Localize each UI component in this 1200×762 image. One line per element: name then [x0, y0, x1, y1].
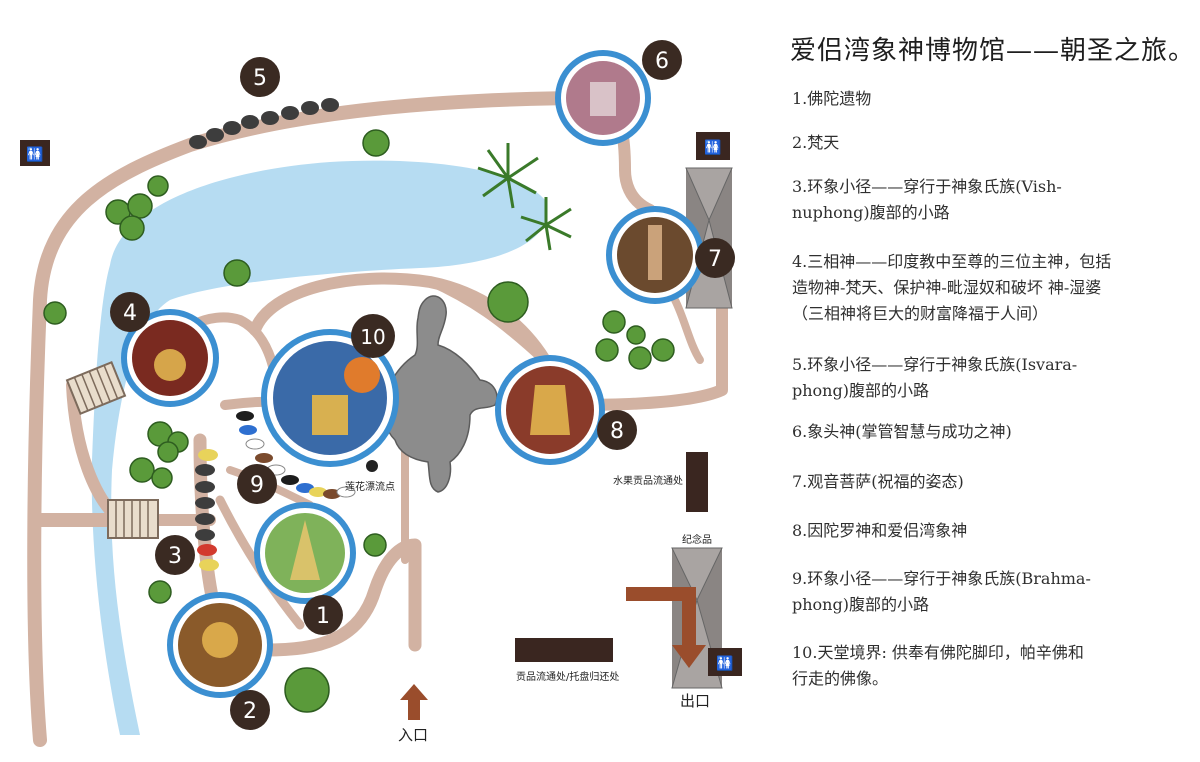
- legend-item: 2.梵天: [792, 133, 840, 152]
- svg-text:6: 6: [655, 49, 669, 74]
- photo-circle-2: [167, 592, 273, 698]
- marker-9[interactable]: 9: [237, 464, 277, 504]
- marker-6[interactable]: 6: [642, 40, 682, 80]
- exit-label: 出口: [680, 692, 710, 710]
- legend-item: 5.环象小径——穿行于神象氏族(Isvara- phong)腹部的小路: [792, 355, 1078, 400]
- souvenir-label: 纪念品: [682, 533, 712, 546]
- lotus-point-label: 莲花漂流点: [345, 480, 395, 493]
- marker-8[interactable]: 8: [597, 410, 637, 450]
- restroom-icon: 🚻: [708, 648, 742, 676]
- marker-5[interactable]: 5: [240, 57, 280, 97]
- marker-2[interactable]: 2: [230, 690, 270, 730]
- marker-1[interactable]: 1: [303, 595, 343, 635]
- svg-text:1: 1: [316, 604, 330, 629]
- photo-circle-6: [555, 50, 651, 146]
- entrance-arrow: [400, 684, 428, 720]
- svg-text:4: 4: [123, 301, 137, 326]
- svg-text:2: 2: [243, 699, 257, 724]
- elephant-row-3: [195, 449, 219, 571]
- restroom-icon: 🚻: [696, 132, 730, 160]
- fruit-goods-label: 水果贡品流通处: [613, 474, 683, 487]
- museum-map: 🚻 🚻 🚻: [20, 40, 742, 747]
- svg-text:🚻: 🚻: [704, 139, 721, 156]
- fruit-booth: [686, 452, 708, 512]
- legend-item: 6.象头神(掌管智慧与成功之神): [792, 422, 1012, 441]
- page-title: 爱侣湾象神博物馆——朝圣之旅。: [790, 36, 1196, 66]
- photo-circle-7: [606, 206, 704, 304]
- pond: [91, 160, 548, 736]
- marker-4[interactable]: 4: [110, 292, 150, 332]
- svg-text:🚻: 🚻: [716, 655, 733, 672]
- marker-7[interactable]: 7: [695, 238, 735, 278]
- legend-item: 1.佛陀遗物: [792, 89, 872, 108]
- exit-arrow: [626, 587, 706, 668]
- legend-item: 7.观音菩萨(祝福的姿态): [792, 472, 964, 491]
- bridge-upper: [65, 361, 127, 415]
- legend-item: 3.环象小径——穿行于神象氏族(Vish- nuphong)腹部的小路: [792, 177, 1062, 222]
- palm-tree-icon: [477, 143, 572, 251]
- restroom-icon: 🚻: [20, 140, 50, 166]
- svg-text:10: 10: [360, 325, 385, 349]
- legend-item: 10.天堂境界: 供奉有佛陀脚印，帕辛佛和 行走的佛像。: [792, 643, 1084, 688]
- elephant-row-5: [189, 98, 339, 149]
- tree-icon: [43, 129, 675, 713]
- photo-circle-4: [121, 309, 219, 407]
- svg-text:3: 3: [168, 544, 182, 569]
- photo-circle-10: [261, 329, 399, 467]
- svg-text:7: 7: [708, 247, 722, 272]
- svg-text:5: 5: [253, 66, 267, 91]
- svg-text:8: 8: [610, 419, 624, 444]
- photo-circle-1: [254, 502, 356, 604]
- marker-3[interactable]: 3: [155, 535, 195, 575]
- legend-item: 9.环象小径——穿行于神象氏族(Brahma- phong)腹部的小路: [792, 569, 1091, 614]
- photo-circle-8: [495, 355, 605, 465]
- lotus-point-dot: [366, 460, 378, 472]
- svg-text:9: 9: [250, 473, 264, 498]
- entrance-label: 入口: [398, 726, 428, 744]
- legend-item: 4.三相神——印度教中至尊的三位主神，包括 造物神-梵天、保护神-毗湿奴和破坏 …: [792, 252, 1112, 323]
- elephant-row-9: [236, 411, 356, 499]
- marker-10[interactable]: 10: [351, 314, 395, 358]
- bridge-lower: [107, 499, 159, 539]
- svg-text:🚻: 🚻: [26, 146, 43, 163]
- legend-item: 8.因陀罗神和爱侣湾象神: [792, 521, 968, 540]
- elephant-statue: [382, 295, 498, 493]
- offering-tray-label: 贡品流通处/托盘归还处: [516, 670, 619, 683]
- offering-booth: [515, 638, 613, 662]
